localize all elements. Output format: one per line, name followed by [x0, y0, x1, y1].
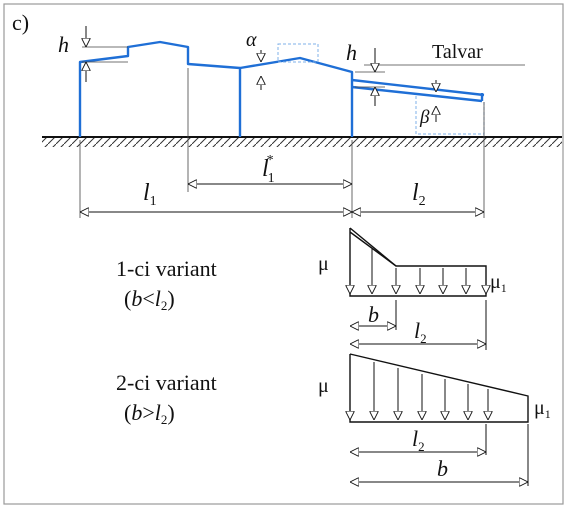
ground	[42, 136, 562, 147]
roof-label: Talvar	[432, 41, 483, 63]
l2-label-1: l2	[414, 318, 427, 346]
mu1-label-1: μ1	[490, 271, 507, 295]
l2-label-top: l2	[412, 180, 426, 209]
h-label-left: h	[58, 32, 69, 57]
l1-label: l1	[143, 180, 157, 209]
l2-label-2: l2	[412, 426, 425, 454]
mu-label-1: μ	[318, 253, 329, 275]
variant2-title: 2-ci variant	[116, 370, 217, 395]
mu-label-2: μ	[318, 375, 329, 397]
beta-label: β	[419, 107, 430, 128]
b-label-1: b	[368, 302, 379, 327]
load-arrows-2	[350, 356, 529, 486]
h-label-right: h	[346, 40, 357, 65]
l1-star-label: l*1	[262, 153, 275, 186]
variant2-condition: (b>l2)	[124, 400, 175, 427]
variant1-condition: (b<l2)	[124, 286, 175, 313]
b-label-2: b	[437, 456, 448, 481]
load-arrows-1	[350, 232, 486, 350]
mu1-label-2: μ1	[534, 397, 551, 421]
helper-lines	[79, 46, 525, 218]
outer-frame	[3, 3, 564, 505]
height-arrows	[86, 26, 436, 122]
alpha-label: α	[246, 29, 257, 51]
dimension-lines	[80, 184, 484, 212]
load-diagram-2	[349, 353, 529, 423]
panel-label: c)	[12, 10, 29, 35]
variant1-title: 1-ci variant	[116, 256, 217, 281]
